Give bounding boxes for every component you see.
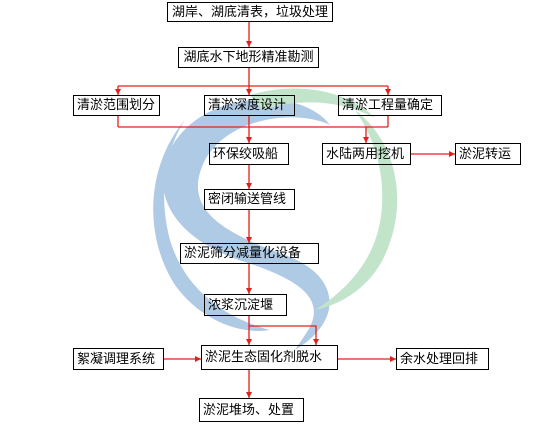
step-screening-equipment: 淤泥筛分减量化设备 (180, 243, 319, 264)
step-lakeshore-clearing: 湖岸、湖底清表，垃圾处理 (167, 2, 333, 22)
step-amphibious-excavator: 水陆两用挖机 (322, 143, 411, 165)
step-sedimentation-weir: 浓浆沉淀堰 (204, 294, 287, 316)
step-underwater-survey: 湖底水下地形精准勘测 (178, 47, 319, 68)
step-dredge-range: 清淤范围划分 (73, 95, 160, 116)
step-dredge-quantity: 清淤工程量确定 (338, 95, 442, 116)
step-suction-ship: 环保绞吸船 (209, 143, 289, 165)
step-residual-water: 余水处理回排 (396, 348, 489, 370)
connector-weir-loop (249, 325, 319, 345)
step-closed-pipeline: 密闭输送管线 (204, 189, 295, 210)
step-solidification-dewatering: 淤泥生态固化剂脱水 (201, 345, 338, 370)
step-sludge-transfer: 淤泥转运 (455, 143, 521, 165)
step-dredge-depth: 清淤深度设计 (204, 95, 295, 116)
step-stacking-disposal: 淤泥堆场、处置 (199, 398, 304, 422)
step-flocculation-system: 絮凝调理系统 (73, 348, 164, 370)
